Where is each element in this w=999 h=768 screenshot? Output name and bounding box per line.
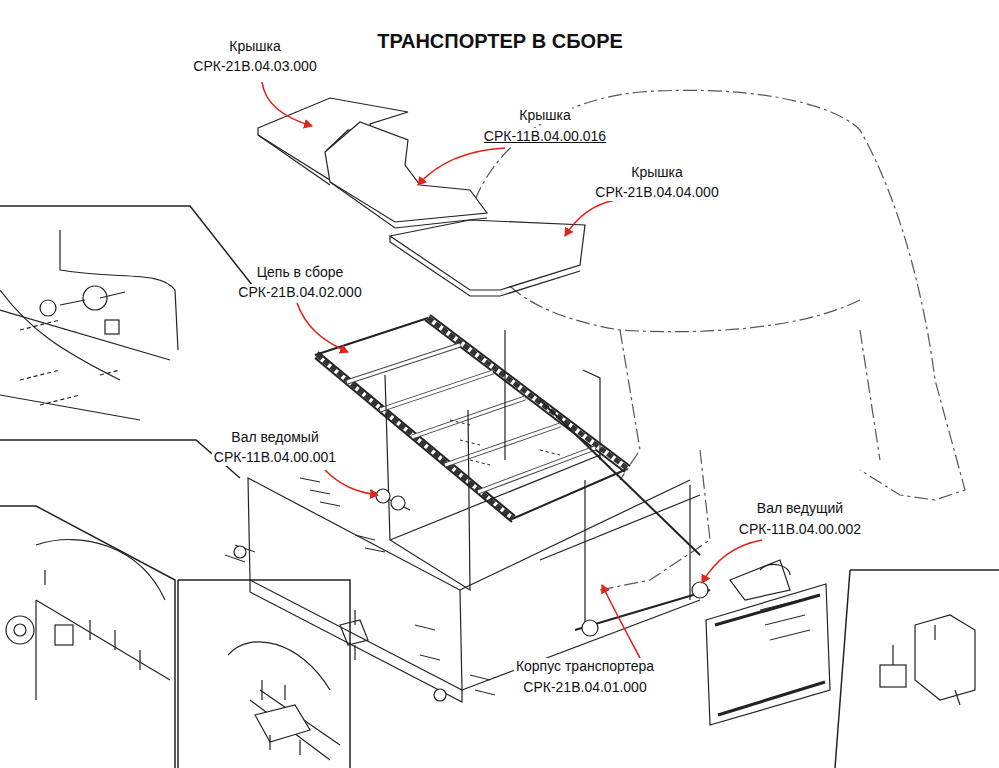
part-name: Крышка bbox=[227, 38, 282, 55]
part-code: СРК-21В.04.02.000 bbox=[236, 284, 363, 301]
part-name: Крышка bbox=[629, 164, 684, 181]
part-code: СРК-21В.04.03.000 bbox=[191, 58, 318, 75]
part-name: Корпус транспортера bbox=[514, 658, 656, 675]
part-code: СРК-21В.04.01.000 bbox=[521, 679, 648, 696]
part-name: Вал ведущий bbox=[755, 500, 845, 517]
part-code: СРК-11В.04.00.016 bbox=[482, 128, 608, 145]
part-code: СРК-11В.04.00.001 bbox=[212, 449, 338, 466]
part-code: СРК-11В.04.00.002 bbox=[737, 521, 863, 538]
part-code: СРК-21В.04.04.000 bbox=[593, 184, 720, 201]
part-name: Крышка bbox=[517, 107, 572, 124]
part-name: Цепь в сборе bbox=[255, 264, 346, 281]
part-name: Вал ведомый bbox=[229, 429, 320, 446]
drawing-title: ТРАНСПОРТЕР В СБОРЕ bbox=[374, 30, 626, 53]
